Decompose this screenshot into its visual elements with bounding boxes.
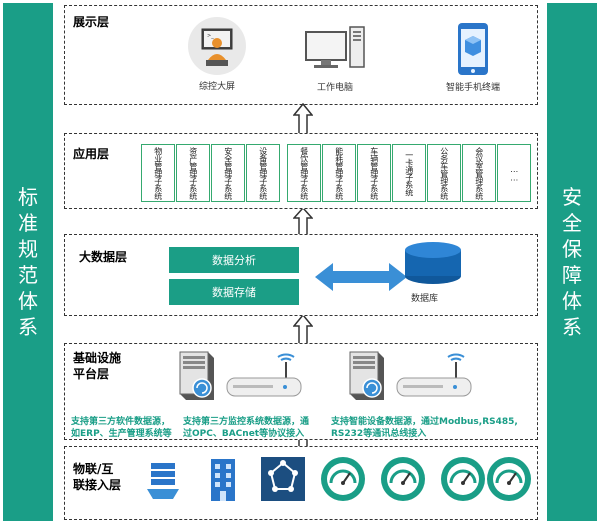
database-stack-icon [147,463,179,499]
subsystem-card: 一卡通子系统 [392,144,426,202]
side-char: 标 [18,185,38,209]
display-layer: 展示层 >_ 综控大屏 工作电脑 [64,5,538,105]
subsystem-equipment: 设备管理子系统 [246,144,280,202]
gauge-icon [381,457,425,501]
gauge-icon [441,457,485,501]
iot-layer-title: 物联/互 联接入层 [73,462,122,492]
bigdata-layer-title: 大数据层 [79,250,128,264]
side-char: 全 [562,211,582,235]
server-icon [179,351,214,400]
side-char: 障 [562,263,582,287]
double-arrow-icon [315,263,407,291]
subsystem-safety: 安全管理子系统 [211,144,245,202]
subsystem-more: …… [497,144,531,202]
side-char: 系 [18,315,38,339]
security-system-bar: 安 全 保 障 体 系 [547,3,597,521]
database-icon [405,242,461,284]
subsystem-meeting-room: 会议室管理系统 [462,144,496,202]
side-char: 体 [562,289,582,313]
big-screen-device: >_ 综控大屏 [177,16,257,92]
side-char: 准 [18,211,38,235]
mobile-label: 智能手机终端 [445,83,500,93]
big-screen-icon: >_ [188,17,246,75]
mobile-device: 智能手机终端 [431,22,515,93]
desktop-computer-icon [305,26,365,68]
up-arrow-icon [293,314,313,345]
subsystem-property: 物业管理子系统 [141,144,175,202]
side-char: 安 [562,185,582,209]
building-icon [211,459,235,501]
work-pc-device: 工作电脑 [295,24,375,93]
iot-access-layer: 物联/互 联接入层 [64,446,538,520]
smartphone-icon [458,23,488,75]
data-storage-block: 数据存储 [169,279,299,305]
subsystem-asset: 资产管理子系统 [176,144,210,202]
caption-device-source: 支持智能设备数据源，通过Modbus,RS485, RS232等通讯总线接入 [331,417,518,439]
bigdata-layer: 大数据层 数据分析 数据存储 数据库 [64,234,538,316]
database-label: 数据库 [411,294,439,304]
caption-monitoring-source: 支持第三方监控系统数据源，通 过OPC、BACnet等协议接入 [183,417,310,439]
up-arrow-icon [293,103,313,135]
network-hub-icon [261,457,305,501]
server-icon [349,351,384,400]
router-icon [226,353,302,397]
subsystem-official-car: 公务车管理系统 [427,144,461,202]
svg-text:>_: >_ [207,33,214,39]
work-pc-label: 工作电脑 [316,83,353,93]
big-screen-label: 综控大屏 [198,82,235,92]
side-char: 体 [18,289,38,313]
data-analysis-block: 数据分析 [169,247,299,273]
side-char: 规 [18,237,38,261]
router-icon [396,353,472,397]
subsystem-energy: 能耗管理子系统 [322,144,356,202]
caption-software-source: 支持第三方软件数据源， 如ERP、生产管理系统等 [71,417,172,439]
side-char: 系 [562,315,582,339]
subsystem-catering: 餐饮管理子系统 [287,144,321,202]
side-char: 范 [18,263,38,287]
subsystem-vehicle: 车辆管理子系统 [357,144,391,202]
application-layer-title: 应用层 [73,147,110,161]
side-char: 保 [562,237,582,261]
standards-system-bar: 标 准 规 范 体 系 [3,3,53,521]
platform-layer: 基础设施 平台层 支持第三方软件数据源， 如E [64,343,538,440]
display-layer-title: 展示层 [73,15,110,29]
application-layer: 应用层 物业管理子系统 资产管理子系统 安全管理子系统 设备管理子系统 餐饮管理… [64,133,538,209]
gauge-icon [487,457,531,501]
platform-layer-title: 基础设施 平台层 [73,351,122,381]
up-arrow-icon [293,207,313,236]
gauge-icon [321,457,365,501]
